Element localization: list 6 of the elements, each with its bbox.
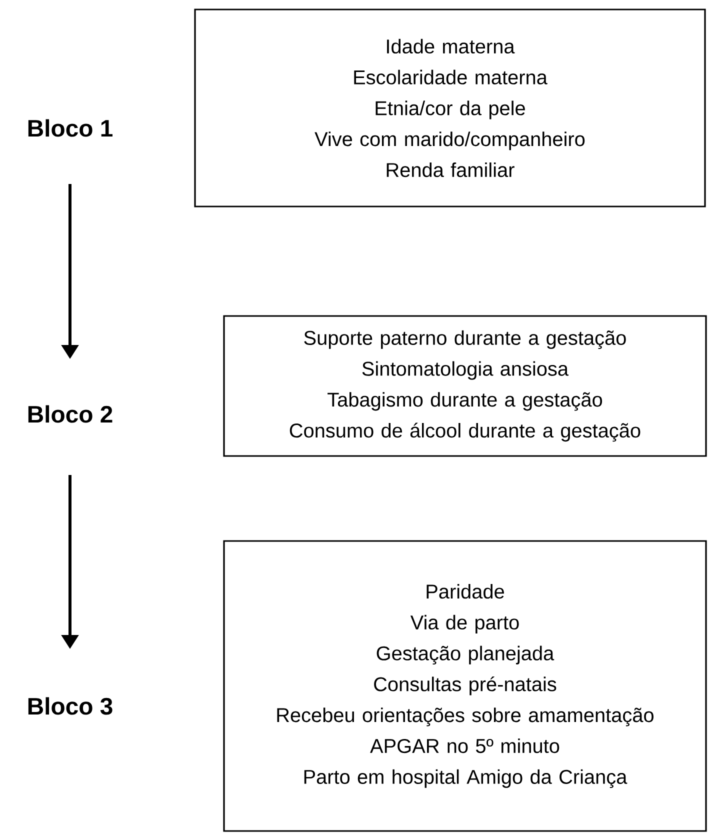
variable-box: Suporte paterno durante a gestação Sintomatologia ansiosa Tabagismo durante a gestação Consumo de álcool durante a gestação <box>223 315 707 457</box>
block-label: Bloco 3 <box>28 697 112 715</box>
variable-box: Paridade Via de parto Gestação planejada Consultas pré-natais Recebeu orientações sobre amamentação APGAR no 5º minuto Parto em hospital Amigo da Criança <box>223 540 707 832</box>
variable-box: Idade materna Escolaridade materna Etnia/cor da pele Vive com marido/companheiro Renda familiar <box>194 8 706 208</box>
block-label: Bloco 2 <box>28 405 112 423</box>
block-label: Bloco 1 <box>28 119 112 137</box>
